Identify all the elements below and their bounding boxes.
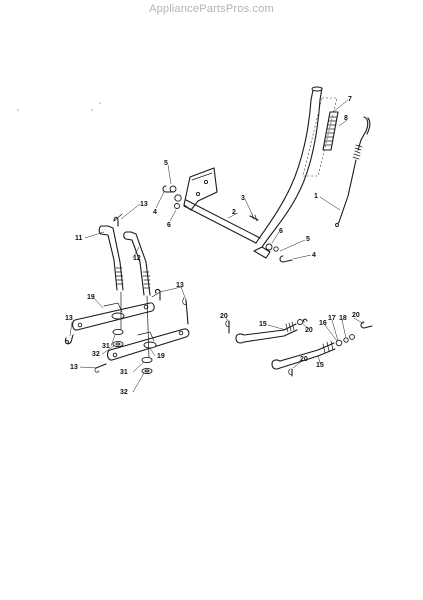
callout-16: 16 <box>319 320 327 327</box>
lift-arm-lower <box>107 328 190 361</box>
cotter-pins-upper <box>113 213 189 325</box>
callout-7: 7 <box>348 96 352 103</box>
callout-2: 2 <box>232 209 236 216</box>
callout-15a: 15 <box>259 321 267 328</box>
callout-19a: 19 <box>87 294 95 301</box>
callout-15b: 15 <box>316 362 324 369</box>
handle-grip <box>322 111 339 151</box>
callout-5b: 5 <box>306 236 310 243</box>
callout-labels: 7 8 1 5 4 6 3 2 6 5 4 13 11 12 13 19 13 … <box>65 96 360 396</box>
lift-link-right <box>123 231 151 296</box>
callout-19b: 19 <box>157 353 165 360</box>
callout-31a: 31 <box>102 343 110 350</box>
adjust-rod-lower <box>271 340 336 370</box>
callout-6: 6 <box>167 222 171 229</box>
adjust-hardware <box>225 318 373 377</box>
callout-13d: 13 <box>70 364 78 371</box>
callout-20c: 20 <box>352 312 360 319</box>
callout-18: 18 <box>339 315 347 322</box>
callout-17: 17 <box>328 315 336 322</box>
callout-20b: 20 <box>305 327 313 334</box>
callout-32b: 32 <box>120 389 128 396</box>
callout-6b: 6 <box>279 228 283 235</box>
arm-washers <box>112 328 153 375</box>
callout-20d: 20 <box>300 356 308 363</box>
adjust-rod-upper <box>235 319 303 344</box>
callout-11: 11 <box>75 235 83 242</box>
callout-31b: 31 <box>120 369 128 376</box>
cotter-pins-lower <box>64 334 107 373</box>
callout-4b: 4 <box>312 252 316 259</box>
leader-lines <box>69 99 365 393</box>
site-watermark: AppliancePartsPros.com <box>149 3 274 15</box>
callout-1: 1 <box>314 193 318 200</box>
callout-3: 3 <box>241 195 245 202</box>
lift-link-left <box>98 225 124 291</box>
callout-13a: 13 <box>140 201 148 208</box>
callout-8: 8 <box>344 115 348 122</box>
lift-handle-assembly <box>253 86 371 259</box>
cross-shaft-assembly <box>162 167 293 263</box>
lift-arm-upper <box>72 302 155 331</box>
callout-5: 5 <box>164 160 168 167</box>
release-rod <box>335 116 371 227</box>
callout-13b: 13 <box>176 282 184 289</box>
scan-specks <box>17 102 101 111</box>
callout-13c: 13 <box>65 315 73 322</box>
callout-4: 4 <box>153 209 157 216</box>
callout-32a: 32 <box>92 351 100 358</box>
callout-20a: 20 <box>220 313 228 320</box>
callout-12: 12 <box>133 255 141 262</box>
